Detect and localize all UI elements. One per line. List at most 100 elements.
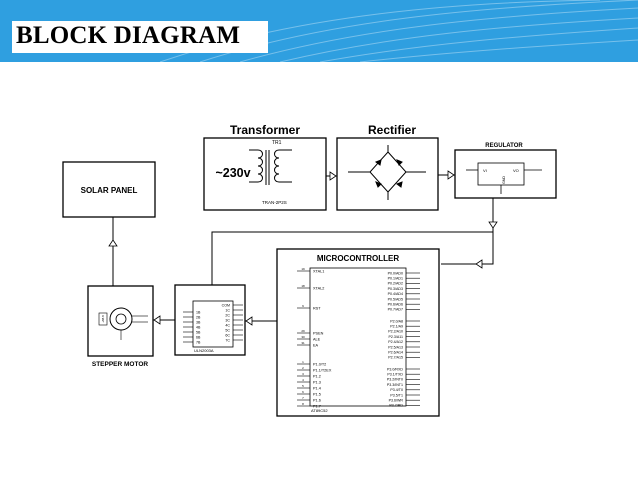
mc-pin-number: 1: [302, 360, 304, 364]
mc-pin-number: 5: [302, 384, 304, 388]
microcontroller-block: MICROCONTROLLER XTAL119XTAL218RST9PSEN29…: [276, 248, 440, 417]
driver-chip: [192, 300, 234, 348]
mc-pin-label: ALE: [313, 337, 321, 341]
mc-pin-label: P2.7/A15: [388, 356, 403, 360]
stepper-motor-block: +88.8 STEPPER MOTOR: [87, 285, 154, 368]
driver-pin-label: 6B: [196, 335, 201, 339]
microcontroller-label: MICROCONTROLLER: [317, 254, 399, 263]
driver-pin-label: 1B: [196, 310, 201, 314]
mc-pin-label: P2.4/A12: [388, 340, 403, 344]
arrow-micro-driver: [245, 316, 277, 326]
mc-pin-label: EA: [313, 343, 319, 347]
mc-pin-label: PSEN: [313, 331, 324, 335]
driver-pin-label: 4B: [196, 325, 201, 329]
arrow-driver-motor: [153, 315, 175, 325]
mc-pin-label: P3.5/T1: [390, 393, 403, 397]
mc-pin-label: P1.6: [313, 398, 321, 402]
driver-pin-label: 7C: [225, 338, 230, 342]
mc-pin-label: P3.6/WR: [389, 399, 404, 403]
motor-coil-value: +88.8: [101, 315, 105, 323]
microcontroller-left-pins: XTAL119XTAL218RST9PSEN29ALE30EA31P1.0/T2…: [297, 267, 332, 408]
driver-pin-label: 5B: [196, 330, 201, 334]
mc-pin-label: P2.5/A13: [388, 345, 403, 349]
mc-pin-label: P2.1/A9: [390, 325, 403, 329]
mc-pin-number: 29: [301, 329, 305, 333]
mc-pin-label: P3.7/RD: [389, 404, 403, 408]
power-wires: [211, 198, 494, 285]
mc-pin-label: P0.5/AD5: [388, 297, 403, 301]
mc-pin-label: P3.3/INT1: [387, 383, 403, 387]
transformer-part: TR1: [272, 140, 282, 146]
mc-pin-label: P0.1/AD1: [388, 277, 403, 281]
arrow-regulator-microcontroller: [475, 259, 483, 269]
mc-pin-number: 18: [301, 284, 305, 288]
driver-pin-label: 2B: [196, 315, 201, 319]
microcontroller-right-pins: P0.0/AD0P0.1/AD1P0.2/AD2P0.3/AD3P0.4/AD4…: [387, 271, 420, 408]
regulator-block: REGULATOR VI VO GND: [454, 143, 557, 199]
driver-pin-label: 4C: [225, 323, 230, 327]
mc-pin-number: 8: [302, 402, 304, 406]
mc-pin-label: P0.3/AD3: [388, 287, 403, 291]
arrow-regulator-down: [488, 221, 498, 229]
mc-pin-label: P1.0/T2: [313, 362, 326, 366]
transformer-coil-symbol: [249, 149, 292, 185]
mc-pin-label: P2.0/A8: [390, 319, 403, 323]
mc-pin-number: 30: [301, 335, 305, 339]
mc-pin-label: P2.2/A10: [388, 330, 403, 334]
mc-pin-number: 4: [302, 378, 304, 382]
mc-pin-label: P0.6/AD6: [388, 303, 403, 307]
driver-pin-label: COM: [222, 303, 230, 307]
mc-pin-label: P0.2/AD2: [388, 282, 403, 286]
header-bar: BLOCK DIAGRAM: [0, 0, 638, 62]
mc-pin-label: P0.0/AD0: [388, 271, 403, 275]
mc-pin-label: P1.2: [313, 374, 321, 378]
arrow-transformer-rectifier: [326, 171, 337, 181]
transformer-part-code: TRAN-2P2S: [262, 200, 287, 205]
mc-pin-label: P2.6/A14: [388, 351, 403, 355]
mc-pin-label: P1.5: [313, 392, 321, 396]
rectifier-block: Rectifier: [336, 123, 439, 211]
mc-pin-label: P1.4: [313, 386, 321, 390]
solar-panel-label: SOLAR PANEL: [81, 186, 138, 195]
transformer-block: Transformer ~230v TR1 TRAN-2P2S: [203, 123, 327, 211]
regulator-pin-in: VI: [483, 168, 487, 173]
mc-pin-label: P2.3/A11: [388, 335, 403, 339]
mc-pin-label: RST: [313, 306, 321, 310]
mc-pin-label: P3.1/TXD: [387, 373, 403, 377]
rectifier-label: Rectifier: [368, 123, 416, 137]
microcontroller-part: AT89C52: [311, 408, 328, 413]
regulator-pin-gnd: GND: [502, 176, 506, 184]
driver-pin-label: 2C: [225, 313, 230, 317]
mc-pin-number: 19: [301, 267, 305, 271]
mc-pin-number: 3: [302, 372, 304, 376]
title-background: [12, 21, 268, 53]
mc-pin-label: P3.0/RXD: [387, 367, 403, 371]
regulator-label: REGULATOR: [485, 143, 523, 149]
driver-pin-label: 7B: [196, 340, 201, 344]
diode-bridge-symbol: [348, 145, 426, 200]
driver-pin-label: 1C: [225, 308, 230, 312]
mc-pin-label: P1.3: [313, 380, 321, 384]
mc-pin-number: 6: [302, 390, 304, 394]
mc-pin-label: P0.4/AD4: [388, 292, 403, 296]
arrow-rectifier-regulator: [438, 170, 455, 180]
mc-pin-label: P3.4/T0: [390, 388, 403, 392]
driver-pin-label: 3C: [225, 318, 230, 322]
microcontroller-chip: [309, 267, 407, 407]
stepper-motor-label: STEPPER MOTOR: [92, 361, 149, 368]
driver-part: ULN2003A: [194, 348, 214, 353]
mc-pin-label: P1.7: [313, 404, 321, 408]
transformer-voltage: ~230v: [215, 166, 250, 180]
mc-pin-number: 9: [302, 304, 304, 308]
mc-pin-number: 2: [302, 366, 304, 370]
mc-pin-label: P1.1/T2EX: [313, 368, 332, 372]
arrow-motor-solar: [108, 217, 118, 286]
driver-pin-label: 3B: [196, 320, 201, 324]
mc-pin-number: 31: [301, 341, 305, 345]
slide-title: BLOCK DIAGRAM: [16, 22, 241, 49]
driver-pin-label: 5C: [225, 328, 230, 332]
